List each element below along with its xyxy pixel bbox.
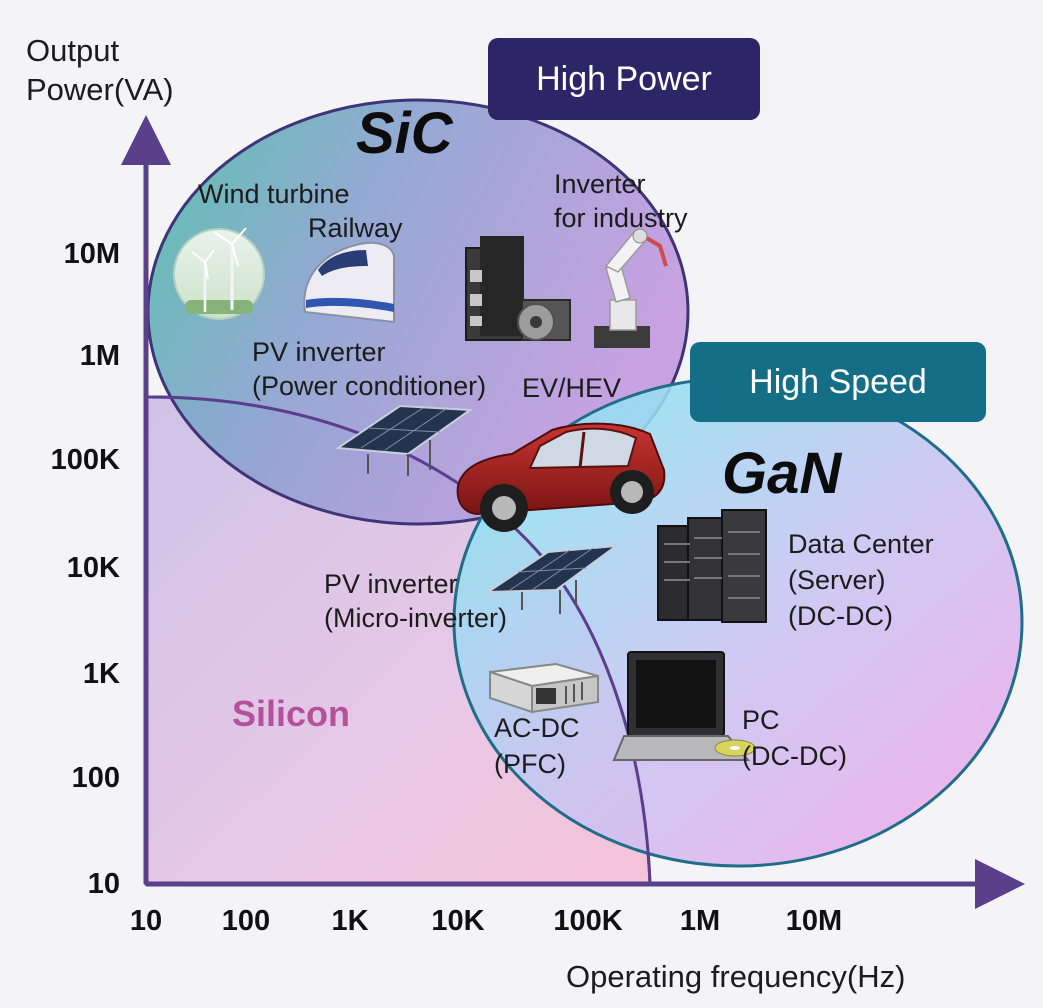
x-tick-label: 10: [129, 905, 163, 937]
y-tick-label: 10K: [66, 552, 120, 584]
high-speed-badge: High Speed: [690, 342, 986, 422]
sic-title: SiC: [356, 101, 453, 166]
pv-micro-label-line2: (Micro-inverter): [324, 603, 508, 633]
server-rack-icon: [657, 509, 767, 623]
x-tick-label: 10M: [785, 905, 843, 937]
x-tick-label: 1K: [331, 905, 369, 937]
robot-arm-icon: [594, 228, 668, 348]
laptop-icon: [612, 651, 756, 761]
x-tick-label: 100K: [553, 905, 623, 937]
data-center-label-line3: (DC-DC): [788, 601, 893, 631]
power-supply-icon: [489, 662, 599, 714]
railway-label: Railway: [308, 213, 403, 243]
inverter-label-line1: Inverter: [554, 169, 646, 199]
x-tick-label: 100: [221, 905, 271, 937]
x-axis-title: Operating frequency(Hz): [566, 959, 906, 994]
pv-inverter-label-line2: (Power conditioner): [252, 371, 487, 401]
car-icon: [456, 422, 666, 532]
y-tick-label: 10M: [63, 238, 120, 270]
pc-label-line1: PC: [742, 705, 780, 735]
ac-dc-label-line1: AC-DC: [494, 713, 580, 743]
ev-hev-label: EV/HEV: [522, 373, 622, 403]
y-tick-label: 100K: [50, 444, 120, 476]
ac-dc-label-line2: (PFC): [494, 749, 566, 779]
data-center-label-line1: Data Center: [788, 529, 934, 559]
servo-drive-icon: [465, 236, 571, 341]
solar-panel-icon: [335, 404, 473, 476]
wind-turbine-icon: [173, 227, 265, 320]
y-tick-label: 1K: [82, 658, 120, 690]
train-icon: [303, 241, 395, 324]
silicon-title: Silicon: [232, 693, 351, 734]
solar-panel-icon: [484, 544, 620, 614]
y-axis-title-line1: Output: [26, 33, 120, 68]
pv-micro-label-line1: PV inverter: [324, 569, 458, 599]
inverter-label-line2: for industry: [554, 203, 688, 233]
x-tick-label: 10K: [431, 905, 485, 937]
wind-turbine-label: Wind turbine: [198, 179, 350, 209]
y-tick-label: 100: [71, 762, 120, 794]
high-power-badge: High Power: [488, 38, 760, 120]
pc-label-line2: (DC-DC): [742, 741, 847, 771]
data-center-label-line2: (Server): [788, 565, 886, 595]
y-axis-title-line2: Power(VA): [26, 72, 174, 107]
y-tick-label: 10: [87, 868, 120, 900]
y-tick-label: 1M: [79, 340, 120, 372]
x-tick-label: 1M: [679, 905, 721, 937]
gan-title: GaN: [722, 441, 842, 506]
pv-inverter-label-line1: PV inverter: [252, 337, 386, 367]
